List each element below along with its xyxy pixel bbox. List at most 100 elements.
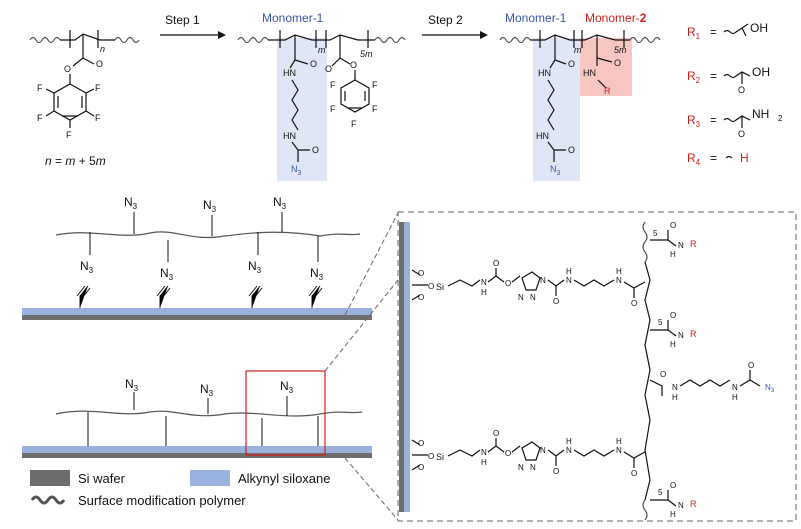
svg-text:5: 5 — [653, 229, 658, 238]
r3-sub: 2 — [778, 114, 783, 123]
svg-text:N: N — [566, 446, 572, 455]
svg-text:N: N — [530, 463, 536, 472]
step1-arrow: Step 1 — [160, 13, 226, 39]
svg-text:H: H — [732, 393, 738, 402]
surface-before-click: N3 N3 N3 N3 N3 N3 N3 — [22, 195, 372, 320]
svg-text:R: R — [690, 499, 697, 509]
5m-subscript-b: 5m — [614, 45, 627, 55]
ester-o-b: O — [350, 60, 357, 70]
svg-text:O: O — [660, 370, 666, 379]
svg-text:N: N — [518, 463, 524, 472]
monomer1-label-b: Monomer-1 — [505, 11, 567, 25]
svg-text:O: O — [505, 279, 511, 288]
svg-text:R: R — [690, 239, 697, 249]
svg-text:N3: N3 — [273, 195, 287, 211]
svg-text:H: H — [616, 437, 622, 446]
azide-1: N3 — [291, 164, 302, 177]
svg-text:O: O — [418, 463, 424, 472]
carbonyl-o-b: O — [325, 64, 332, 74]
step2-label: Step 2 — [428, 13, 463, 27]
svg-text:Si: Si — [436, 452, 444, 462]
svg-text:N: N — [732, 383, 738, 392]
svg-text:N: N — [616, 276, 622, 285]
svg-text:N3: N3 — [200, 382, 214, 398]
final-polymer: m 5m O HN HN O N3 O HN R — [499, 30, 661, 177]
amide-o-2: O — [312, 145, 319, 155]
svg-text:N: N — [540, 446, 546, 455]
svg-text:N3: N3 — [310, 266, 324, 282]
amide-o-c: O — [568, 59, 575, 69]
r-group: R — [604, 86, 611, 96]
legend-polymer-label: Surface modification polymer — [78, 493, 246, 508]
r3-group: NH3 — [752, 107, 774, 123]
svg-text:H: H — [566, 437, 572, 446]
legend-polymer-swatch — [30, 495, 66, 505]
azides-top: N3 N3 N3 N3 N3 N3 N3 — [80, 195, 324, 282]
svg-text:N: N — [566, 276, 572, 285]
svg-text:O: O — [418, 293, 424, 302]
r1-group: OH — [750, 21, 768, 35]
legend-si-swatch — [30, 470, 70, 486]
m-subscript-b: m — [574, 45, 582, 55]
zoom-connector-mid — [324, 279, 399, 372]
r2-o: O — [738, 85, 745, 95]
svg-text:N: N — [481, 448, 487, 457]
svg-text:N: N — [672, 383, 678, 392]
r2-eq: = — [710, 69, 717, 83]
r2: R2 — [687, 69, 701, 85]
n-subscript: n — [100, 44, 105, 54]
svg-text:N3: N3 — [280, 379, 294, 395]
hn-1: HN — [283, 68, 296, 78]
hn-3: HN — [538, 68, 551, 78]
monomer2-label: Monomer-2 — [585, 11, 647, 25]
svg-text:N3: N3 — [203, 198, 217, 214]
svg-text:O: O — [553, 467, 559, 476]
step1-label: Step 1 — [165, 13, 200, 27]
monomer1-label: Monomer-1 — [262, 11, 324, 25]
svg-text:O: O — [670, 221, 676, 230]
r4-eq: = — [710, 151, 717, 165]
fluorine-2: F — [95, 113, 101, 123]
svg-text:O: O — [631, 299, 637, 308]
fluorine-4: F — [37, 113, 43, 123]
monomer2-highlight-box — [580, 38, 632, 96]
step2-arrow: Step 2 — [422, 13, 488, 39]
r3-eq: = — [710, 113, 717, 127]
amide-o: O — [310, 59, 317, 69]
svg-text:H: H — [481, 458, 487, 467]
r4: R4 — [687, 151, 701, 167]
f-b5: F — [330, 80, 336, 90]
r1-eq: = — [710, 25, 717, 39]
svg-text:N: N — [540, 276, 546, 285]
f-b1: F — [372, 80, 378, 90]
hn-5: HN — [583, 68, 596, 78]
svg-text:R: R — [690, 329, 697, 339]
monomer1-highlight-box — [277, 38, 327, 181]
siloxane-bottom — [22, 446, 372, 453]
alkynes-top — [76, 285, 323, 308]
legend: Si wafer Alkynyl siloxane Surface modifi… — [30, 470, 331, 508]
svg-text:H: H — [616, 267, 622, 276]
svg-text:O: O — [493, 259, 499, 268]
legend-si-label: Si wafer — [78, 471, 126, 486]
svg-text:O: O — [418, 269, 424, 278]
stoichiometry-equation: n = m + 5m — [45, 154, 106, 168]
zoom-connector-top — [344, 212, 399, 316]
f-b4: F — [330, 104, 336, 114]
zoom-frame — [397, 211, 797, 522]
detail-si-wafer — [399, 222, 404, 512]
svg-text:H: H — [672, 393, 678, 402]
svg-text:N: N — [518, 293, 524, 302]
r-group-list: R1 = OH R2 = O OH R3 = O NH3 2 R4 = H — [687, 21, 783, 167]
hn-2: HN — [283, 131, 296, 141]
r4-group: H — [740, 151, 749, 165]
svg-text:N: N — [678, 331, 684, 340]
svg-text:N: N — [616, 446, 622, 455]
fluorine-5: F — [37, 83, 43, 93]
svg-text:N: N — [678, 501, 684, 510]
hn-4: HN — [536, 131, 549, 141]
intermediate-polymer: m 5m O HN HN O N3 O O F F F F F — [237, 30, 406, 177]
detail-siloxane — [404, 222, 410, 512]
legend-siloxane-swatch — [190, 470, 230, 486]
si-wafer-bottom — [22, 453, 372, 458]
